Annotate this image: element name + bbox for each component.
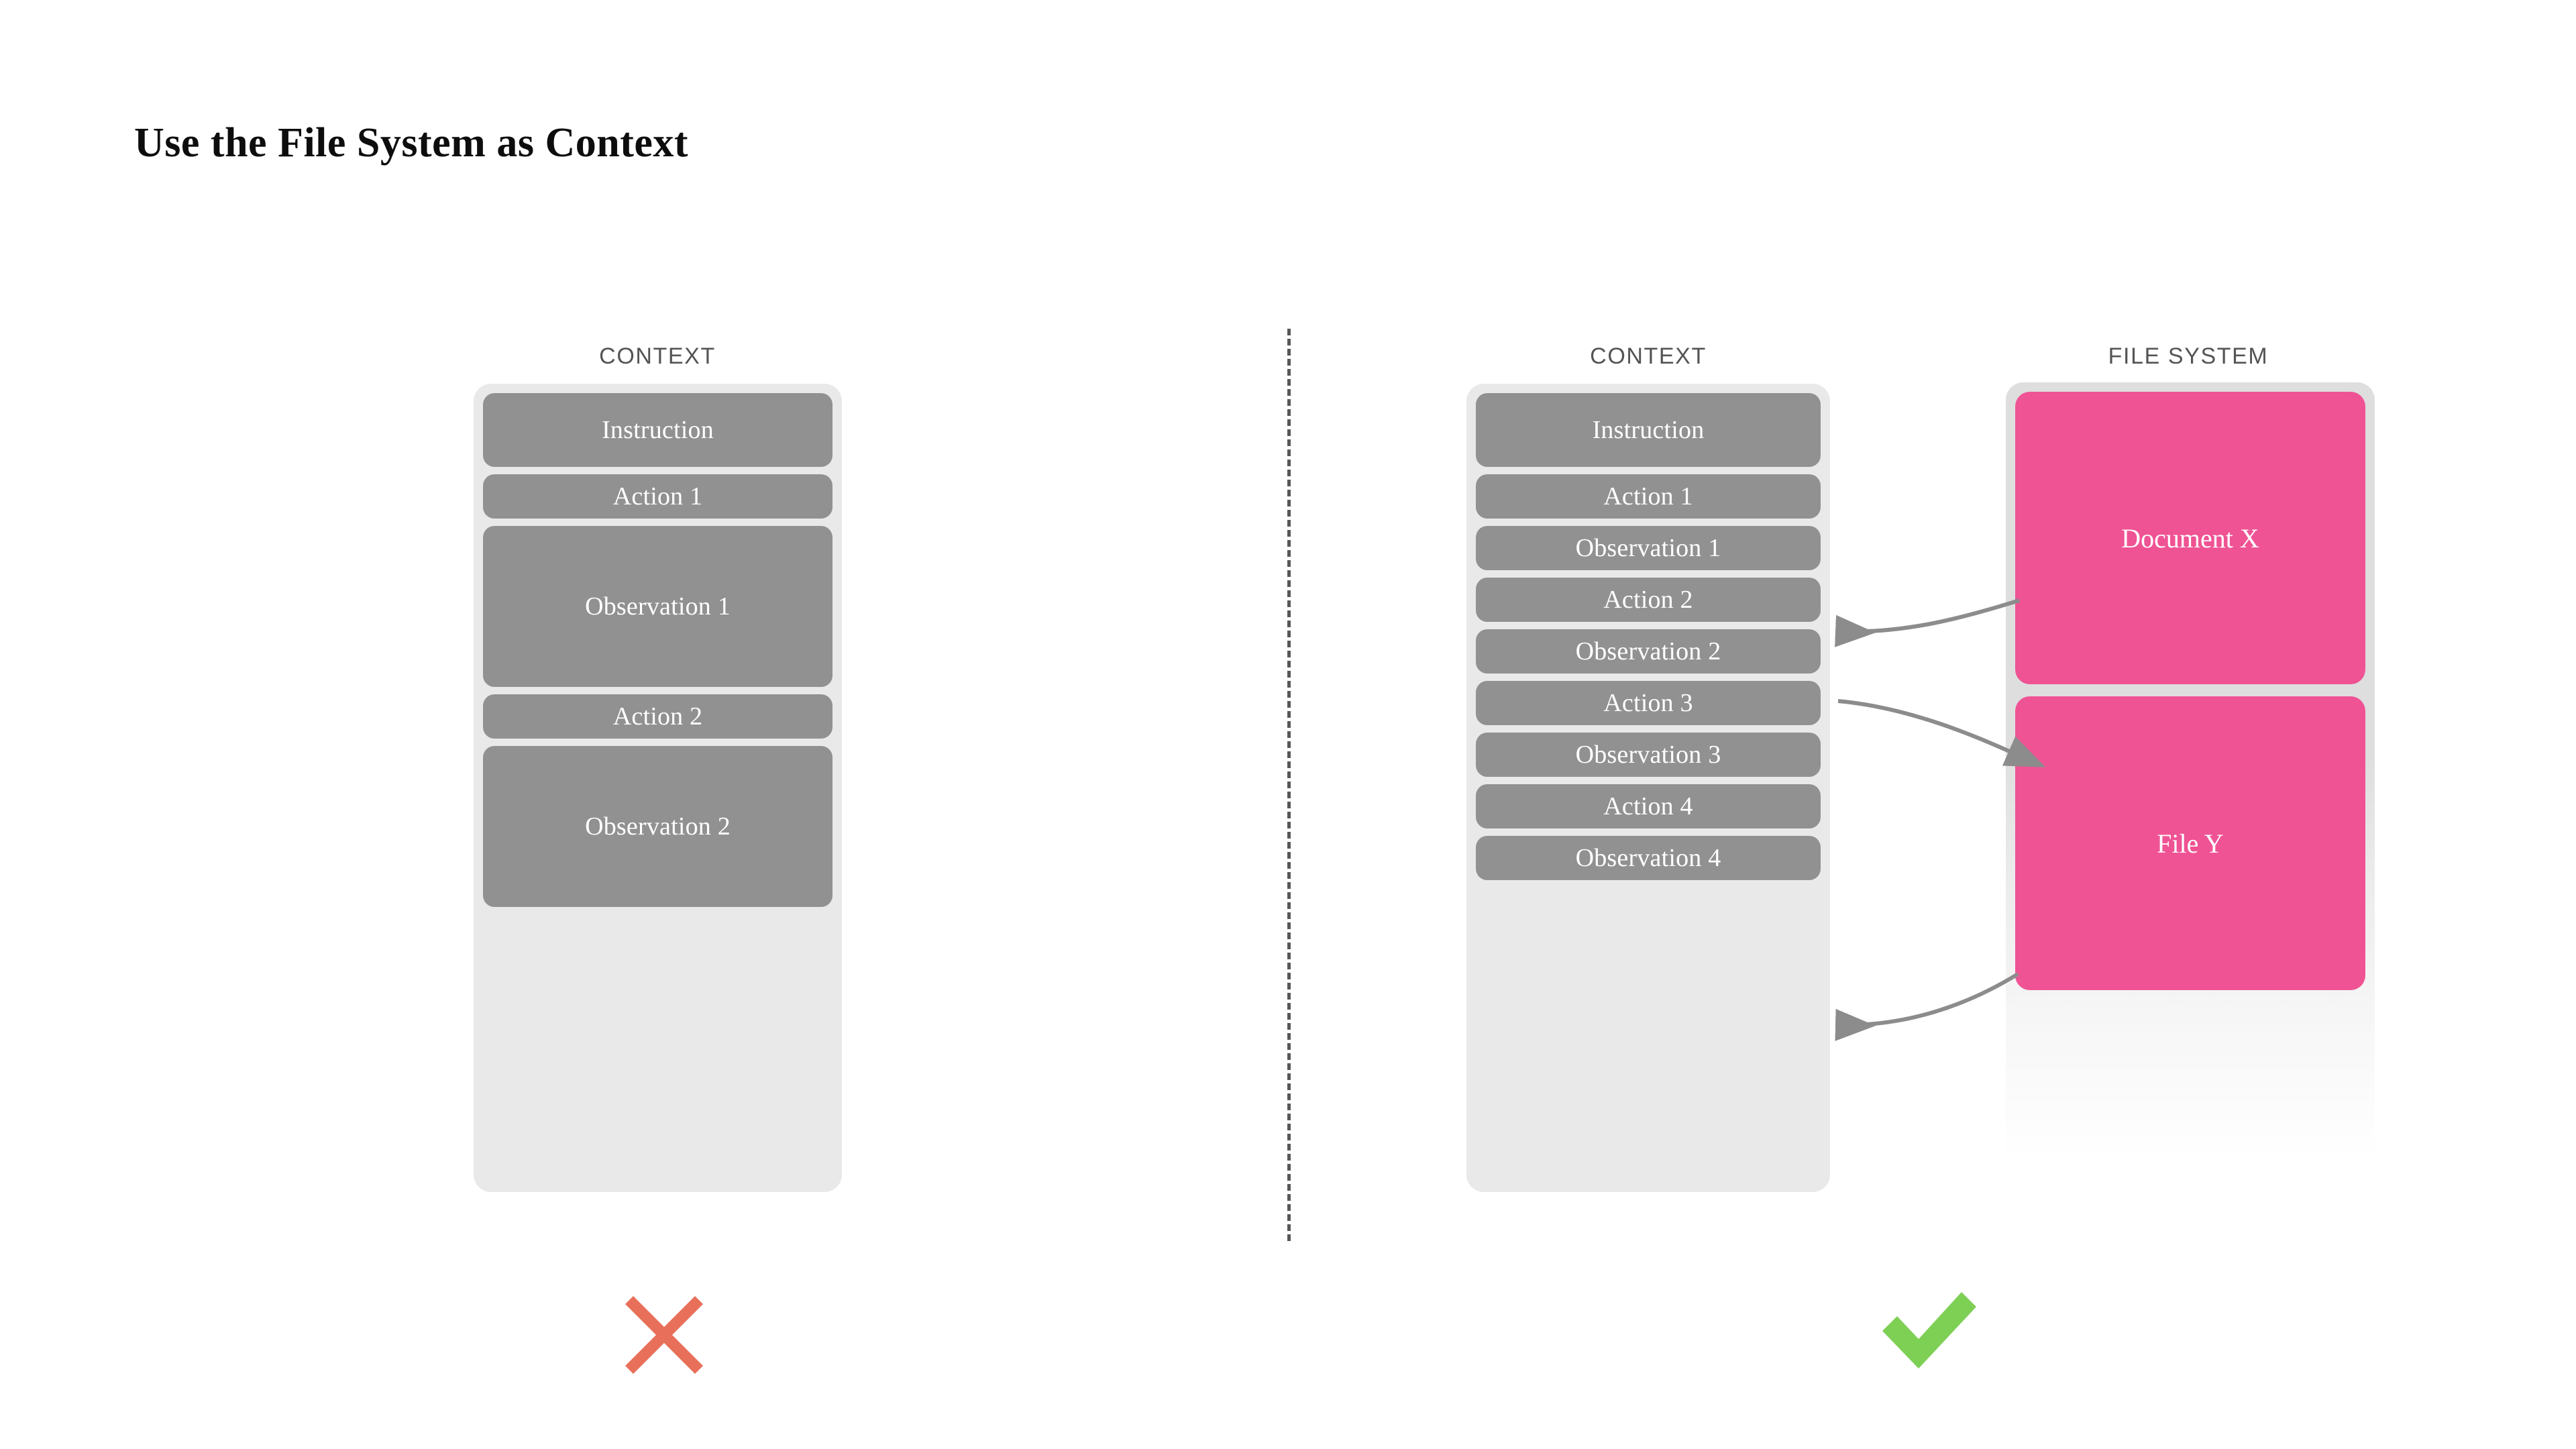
context-block-9: Observation 4 (1476, 836, 1821, 880)
context-block-4: Action 2 (1476, 578, 1821, 622)
arrow-document-x-to-observation-1 (1835, 598, 2020, 647)
right-context-label: CONTEXT (1590, 343, 1707, 369)
arrow-file-y-to-action-4 (1835, 972, 2019, 1041)
section-divider (1287, 329, 1291, 1241)
context-block-6: Action 3 (1476, 681, 1821, 725)
context-block-1: Instruction (1476, 393, 1821, 467)
arrow-action-2-to-file-y (1837, 699, 2046, 767)
context-block-5: Observation 2 (1476, 629, 1821, 674)
context-block-5: Observation 2 (483, 746, 833, 907)
context-block-2: Action 1 (483, 474, 833, 519)
context-block-7: Observation 3 (1476, 733, 1821, 777)
context-block-3: Observation 1 (483, 526, 833, 687)
file-block-2: File Y (2015, 696, 2365, 990)
context-block-4: Action 2 (483, 694, 833, 739)
left-context-label: CONTEXT (599, 343, 716, 369)
context-block-1: Instruction (483, 393, 833, 467)
check-icon (1882, 1292, 1976, 1368)
file-system-label: FILE SYSTEM (2108, 343, 2269, 369)
context-block-2: Action 1 (1476, 474, 1821, 519)
cross-icon (625, 1296, 703, 1374)
context-block-3: Observation 1 (1476, 526, 1821, 570)
file-block-1: Document X (2015, 392, 2365, 684)
page-title: Use the File System as Context (134, 120, 689, 166)
context-block-8: Action 4 (1476, 784, 1821, 828)
